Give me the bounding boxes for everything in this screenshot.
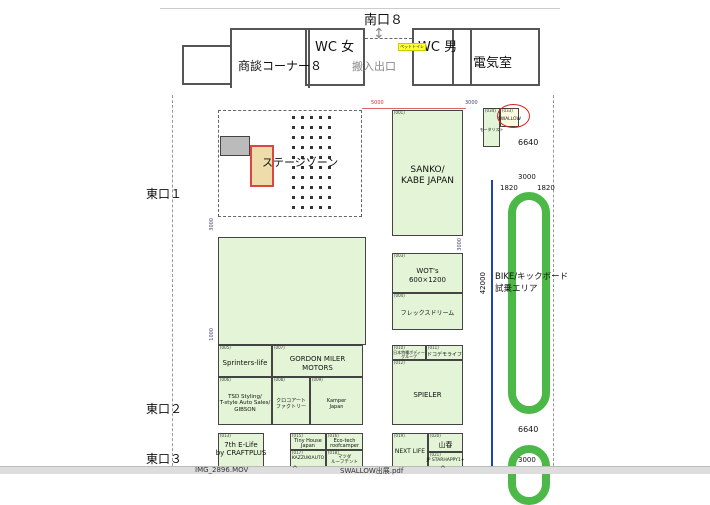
dim-3000-top: 3000 <box>465 100 478 106</box>
bike-track-lower <box>508 445 550 505</box>
booth-tiny-house[interactable]: (015)Tiny House Japan <box>290 433 326 450</box>
dim-1820-left: 1820 <box>500 184 518 192</box>
booth-tsd-styling[interactable]: (006)TSD Styling/ T-style Auto Sales/ GI… <box>218 377 272 425</box>
loading-gate-label: 搬入出口 <box>352 60 396 73</box>
left-room-wall <box>182 45 232 85</box>
east-gate-3-label: 東口３ <box>146 452 183 466</box>
swallow-highlight-circle <box>497 104 530 128</box>
wc-female-wall <box>305 28 365 86</box>
top-border <box>160 8 560 9</box>
bike-area-boundary <box>491 180 493 466</box>
arrow-icon: ↕ <box>373 26 385 42</box>
chevron-up-icon[interactable]: ^ <box>292 465 298 473</box>
backstage <box>220 136 250 156</box>
dim-3000-left: 3000 <box>209 218 215 231</box>
download-bar: IMG_2896.MOV ^ SWALLOW出展.pdf ^ <box>0 465 710 475</box>
dim-1820-right: 1820 <box>537 184 555 192</box>
dim-6640-bottom: 6640 <box>518 425 539 434</box>
booth-wots[interactable]: (003)WOT's 600×1200 <box>392 253 463 293</box>
booth-flexdream[interactable]: (004)フレックスドリーム <box>392 293 463 330</box>
chevron-up-icon[interactable]: ^ <box>440 465 446 473</box>
loading-door-dashed <box>365 38 412 39</box>
dim-6640-top: 6640 <box>518 138 539 147</box>
booth-motorist[interactable]: (034)モータリスト <box>480 108 504 147</box>
unnamed-booth <box>218 237 366 345</box>
stage-platform <box>250 145 274 187</box>
dim-3000-track: 3000 <box>518 173 536 181</box>
left-wall <box>172 95 173 466</box>
booth-spieler[interactable]: (012)SPIELER <box>392 360 463 425</box>
bike-area-label: BIKE/キックボード 試乗エリア <box>495 272 569 294</box>
electric-room-wall <box>452 28 540 86</box>
right-wall <box>553 95 554 466</box>
booth-kamper-japan[interactable]: (009)Kamper Japan <box>310 377 363 425</box>
dim-42000: 42000 <box>479 272 487 295</box>
booth-gordon-miler[interactable]: (007)GORDON MILER MOTORS <box>272 345 363 377</box>
booth-kuroko-art[interactable]: (008)クロコアート ファクトリー <box>272 377 310 425</box>
booth-sprinters-life[interactable]: (005)Sprinters-life <box>218 345 272 377</box>
booth-yamaharu[interactable]: (020)山春 <box>428 433 463 452</box>
wc-female-label: WC 女 <box>315 40 355 55</box>
electric-room-label: 電気室 <box>473 56 513 71</box>
bike-track-upper <box>508 192 550 414</box>
south-gate-label: 南口８ <box>364 13 404 28</box>
wc-male-label: WC 男 <box>418 40 458 55</box>
dim-3000-bottom: 3000 <box>518 456 536 464</box>
dim-line-top <box>362 108 466 109</box>
dim-1000: 1000 <box>209 328 215 341</box>
booth-dokodemo[interactable]: (011)ドコデモライフ <box>426 345 463 360</box>
wc-male-wall <box>412 28 472 86</box>
stage-zone-label: ステージゾーン <box>262 156 339 169</box>
audience-seats <box>290 112 336 212</box>
east-gate-1-label: 東口１ <box>146 187 183 201</box>
dim-5000: 5000 <box>371 100 384 106</box>
stage-zone-area <box>218 110 362 217</box>
download-item-pdf[interactable]: SWALLOW出展.pdf <box>340 467 404 475</box>
pet-toilet-badge: ペットトイレ <box>398 43 426 51</box>
dim-3000-mid: 3000 <box>457 238 463 251</box>
download-item-mov[interactable]: IMG_2896.MOV <box>195 466 249 474</box>
booth-eco-tech[interactable]: (016)Eco-tech roofcamper <box>326 433 363 450</box>
meeting-corner-label: 商談コーナー８ <box>238 59 323 73</box>
booth-sanko[interactable]: (001)SANKO/ KABE JAPAN <box>392 110 463 236</box>
booth-nihon-tokushu[interactable]: (010)日本特種ボディー グループ <box>392 345 426 360</box>
east-gate-2-label: 東口２ <box>146 402 183 416</box>
